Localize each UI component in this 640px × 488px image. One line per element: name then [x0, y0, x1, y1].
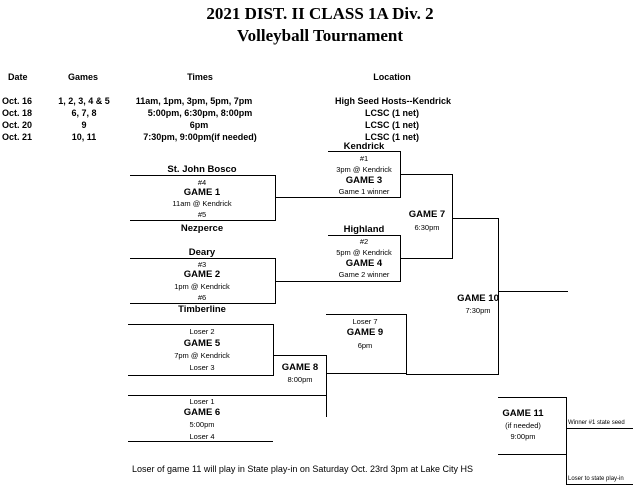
game1-to-game3-line — [275, 197, 400, 198]
game8-connector — [326, 355, 327, 417]
winner-line — [566, 428, 633, 429]
row-location: LCSC (1 net) — [365, 120, 419, 130]
game1-connector — [275, 175, 276, 221]
row-date: Oct. 18 — [2, 108, 33, 118]
game11-note: (if needed) — [505, 421, 541, 430]
row-location: LCSC (1 net) — [365, 132, 419, 142]
game6-top: Loser 1 — [189, 397, 215, 406]
game9-label: GAME 9 — [346, 327, 384, 338]
game2-time: 1pm @ Kendrick — [174, 282, 230, 291]
game10-winner-line — [498, 291, 568, 292]
game11-top-line — [498, 397, 566, 398]
game4-bottom: Game 2 winner — [338, 270, 390, 279]
game3-top-team: Kendrick — [343, 141, 385, 152]
game2-label: GAME 2 — [183, 269, 221, 280]
row-times: 11am, 1pm, 3pm, 5pm, 7pm — [135, 96, 253, 106]
game9-to-game10-bottom — [406, 374, 498, 375]
game4-top-team: Highland — [343, 224, 385, 235]
game5-time: 7pm @ Kendrick — [174, 351, 230, 360]
game5-connector — [273, 324, 274, 376]
game11-time: 9:00pm — [510, 432, 536, 441]
game5-label: GAME 5 — [183, 338, 221, 349]
game11-bottom-line — [498, 454, 566, 455]
game7-label: GAME 7 — [408, 209, 446, 220]
game4-time: 5pm @ Kendrick — [336, 248, 392, 257]
game10-label: GAME 10 — [457, 293, 499, 304]
game1-bottom-seed: #5 — [197, 210, 207, 219]
game7-time: 6:30pm — [414, 223, 440, 232]
game3-time: 3pm @ Kendrick — [336, 165, 392, 174]
game8-to-game9-line — [326, 373, 406, 374]
game9-top-line — [326, 314, 406, 315]
game2-bottom-seed: #6 — [197, 293, 207, 302]
game2-top-line — [130, 258, 275, 259]
loser-label: Loser to state play-in — [568, 476, 624, 482]
row-games: 1, 2, 3, 4 & 5 — [58, 96, 110, 106]
game1-top-line — [130, 175, 275, 176]
game2-bottom-team: Timberline — [178, 304, 226, 315]
header-times: Times — [187, 72, 213, 82]
game6-top-line — [128, 395, 326, 396]
game6-label: GAME 6 — [183, 407, 221, 418]
game6-bottom: Loser 4 — [189, 432, 215, 441]
game6-time: 5:00pm — [189, 420, 215, 429]
game7-bottom-line — [400, 258, 452, 259]
header-location: Location — [373, 72, 411, 82]
game10-connector — [498, 218, 499, 375]
game2-top-team: Deary — [188, 247, 216, 258]
row-times: 5:00pm, 6:30pm, 8:00pm — [147, 108, 253, 118]
loser-line — [566, 484, 633, 485]
game10-time: 7:30pm — [465, 306, 491, 315]
game4-label: GAME 4 — [345, 258, 383, 269]
game7-to-game10-top — [452, 218, 498, 219]
row-location: LCSC (1 net) — [365, 108, 419, 118]
game11-connector — [566, 397, 567, 484]
game7-connector — [452, 174, 453, 259]
game5-bottom-line — [128, 375, 273, 376]
game7-top-line — [400, 174, 452, 175]
header-date: Date — [8, 72, 28, 82]
game2-bottom-line — [130, 303, 275, 304]
game1-top-seed: #4 — [197, 178, 207, 187]
game1-bottom-line — [130, 220, 275, 221]
game9-time: 6pm — [357, 341, 373, 350]
game4-top-line — [328, 235, 400, 236]
game11-label: GAME 11 — [502, 408, 544, 419]
game1-top-team: St. John Bosco — [167, 164, 237, 175]
title-line-2: Volleyball Tournament — [236, 26, 404, 45]
game8-time: 8:00pm — [287, 375, 313, 384]
game1-label: GAME 1 — [183, 187, 221, 198]
game3-label: GAME 3 — [345, 175, 383, 186]
row-date: Oct. 20 — [2, 120, 33, 130]
game6-bottom-line — [128, 441, 273, 442]
header-games: Games — [67, 72, 99, 82]
winner-label: Winner #1 state seed — [568, 420, 625, 426]
game9-connector — [406, 314, 407, 374]
row-times: 6pm — [189, 120, 209, 130]
row-games: 10, 11 — [71, 132, 97, 142]
game2-top-seed: #3 — [197, 260, 207, 269]
row-games: 9 — [81, 120, 87, 130]
game9-top: Loser 7 — [352, 317, 378, 326]
game4-top-seed: #2 — [359, 237, 369, 246]
game3-top-seed: #1 — [359, 154, 369, 163]
footer-note: Loser of game 11 will play in State play… — [132, 464, 474, 474]
game5-bottom: Loser 3 — [189, 363, 215, 372]
row-date: Oct. 21 — [2, 132, 33, 142]
game2-to-game4-line — [275, 281, 400, 282]
row-date: Oct. 16 — [2, 96, 33, 106]
title-line-1: 2021 DIST. II CLASS 1A Div. 2 — [206, 4, 434, 23]
row-games: 6, 7, 8 — [71, 108, 97, 118]
game1-bottom-team: Nezperce — [180, 223, 224, 234]
game1-time: 11am @ Kendrick — [172, 199, 232, 208]
game3-bottom: Game 1 winner — [338, 187, 390, 196]
game5-to-game8-line — [273, 355, 327, 356]
row-times: 7:30pm, 9:00pm(if needed) — [143, 132, 257, 142]
game3-top-line — [328, 151, 400, 152]
game5-top-line — [128, 324, 273, 325]
game8-label: GAME 8 — [281, 362, 319, 373]
row-location: High Seed Hosts--Kendrick — [334, 96, 452, 106]
game5-top: Loser 2 — [189, 327, 215, 336]
